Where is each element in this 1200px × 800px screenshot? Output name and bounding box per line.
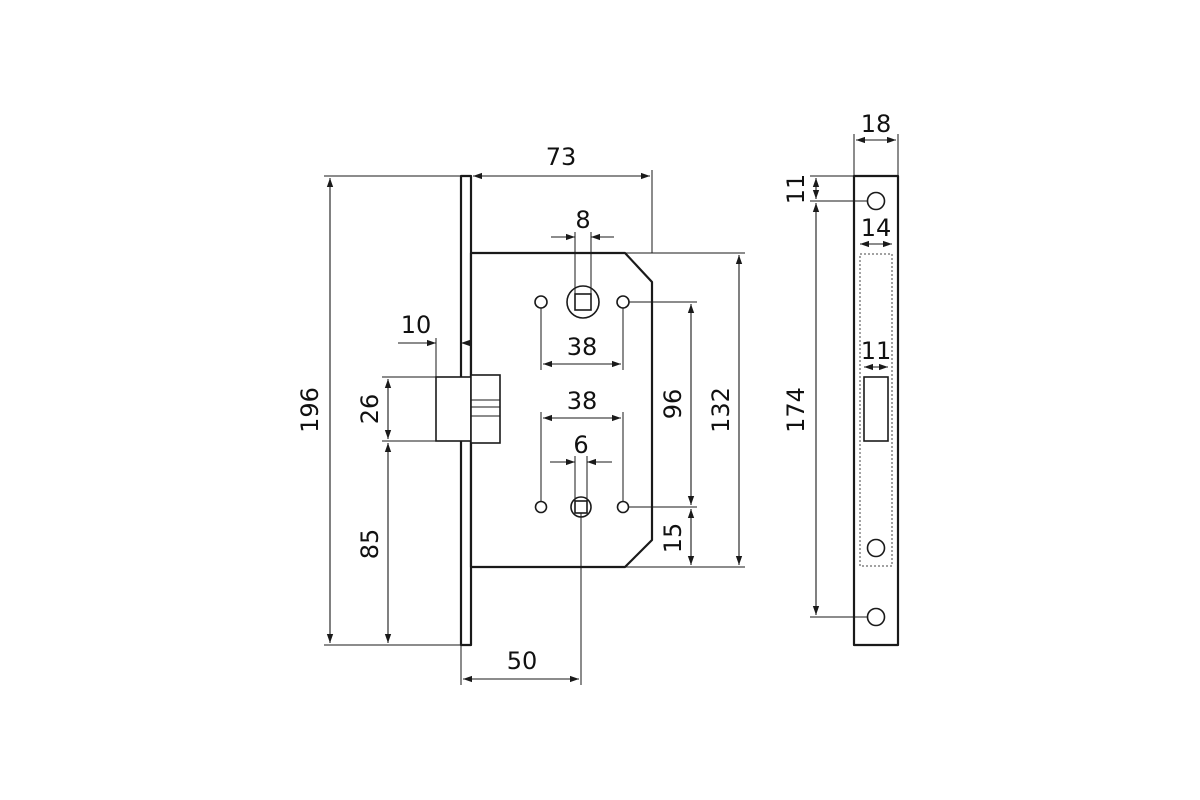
label-11-top: 11 [782,174,810,205]
label-18: 18 [861,110,892,138]
label-10: 10 [401,311,432,339]
faceplate-hole-bottom [866,607,886,627]
thumbturn-hub [570,496,592,518]
label-38-top: 38 [567,333,598,361]
strike-outline [859,253,893,567]
dimension-center-distance: 96 [629,301,697,508]
label-8: 8 [575,206,590,234]
dimension-spindle-square: 8 [551,206,614,294]
dimension-backset: 50 [460,513,582,685]
dimension-handle-holes: 38 [540,308,624,370]
label-38-bottom: 38 [567,387,598,415]
faceplate-side-view [852,174,900,647]
label-73: 73 [546,143,577,171]
handle-screw-hole-left [534,295,548,309]
label-132: 132 [707,387,735,433]
label-85: 85 [356,529,384,560]
dimension-strike-width: 14 [860,214,892,248]
latch-slot [863,376,889,442]
dimension-top-hole: 11 [782,174,868,205]
spindle-hub [566,285,600,319]
dimension-body-height: 132 [625,252,745,565]
turn-screw-hole-right [616,500,630,514]
handle-screw-hole-right [616,295,630,309]
dimension-faceplate-width: 18 [853,110,899,176]
label-26: 26 [356,394,384,425]
lock-front-view [435,174,654,647]
label-6: 6 [573,431,588,459]
label-15: 15 [659,523,687,554]
dimension-hole-spacing: 174 [782,203,868,618]
turn-screw-hole-left [534,500,548,514]
label-14: 14 [861,214,892,242]
faceplate-hole-middle [866,538,886,558]
label-50: 50 [507,647,538,675]
label-11-slot: 11 [861,337,892,365]
dimension-bolt-offset: 85 [356,443,392,643]
dimension-slot-width: 11 [861,337,892,371]
label-174: 174 [782,387,810,433]
latch-bolt [435,374,501,444]
dimension-bottom-offset: 15 [625,509,745,568]
dimension-bolt-projection: 10 [398,311,472,377]
label-196: 196 [296,387,324,433]
dimension-turn-square: 6 [550,431,612,501]
dimension-total-height: 196 [296,175,461,646]
dimension-body-width: 73 [473,143,653,253]
faceplate-hole-top [866,191,886,211]
label-96: 96 [659,389,687,420]
dimension-bolt-height: 26 [356,376,436,442]
dimension-turn-holes: 38 [540,387,624,501]
